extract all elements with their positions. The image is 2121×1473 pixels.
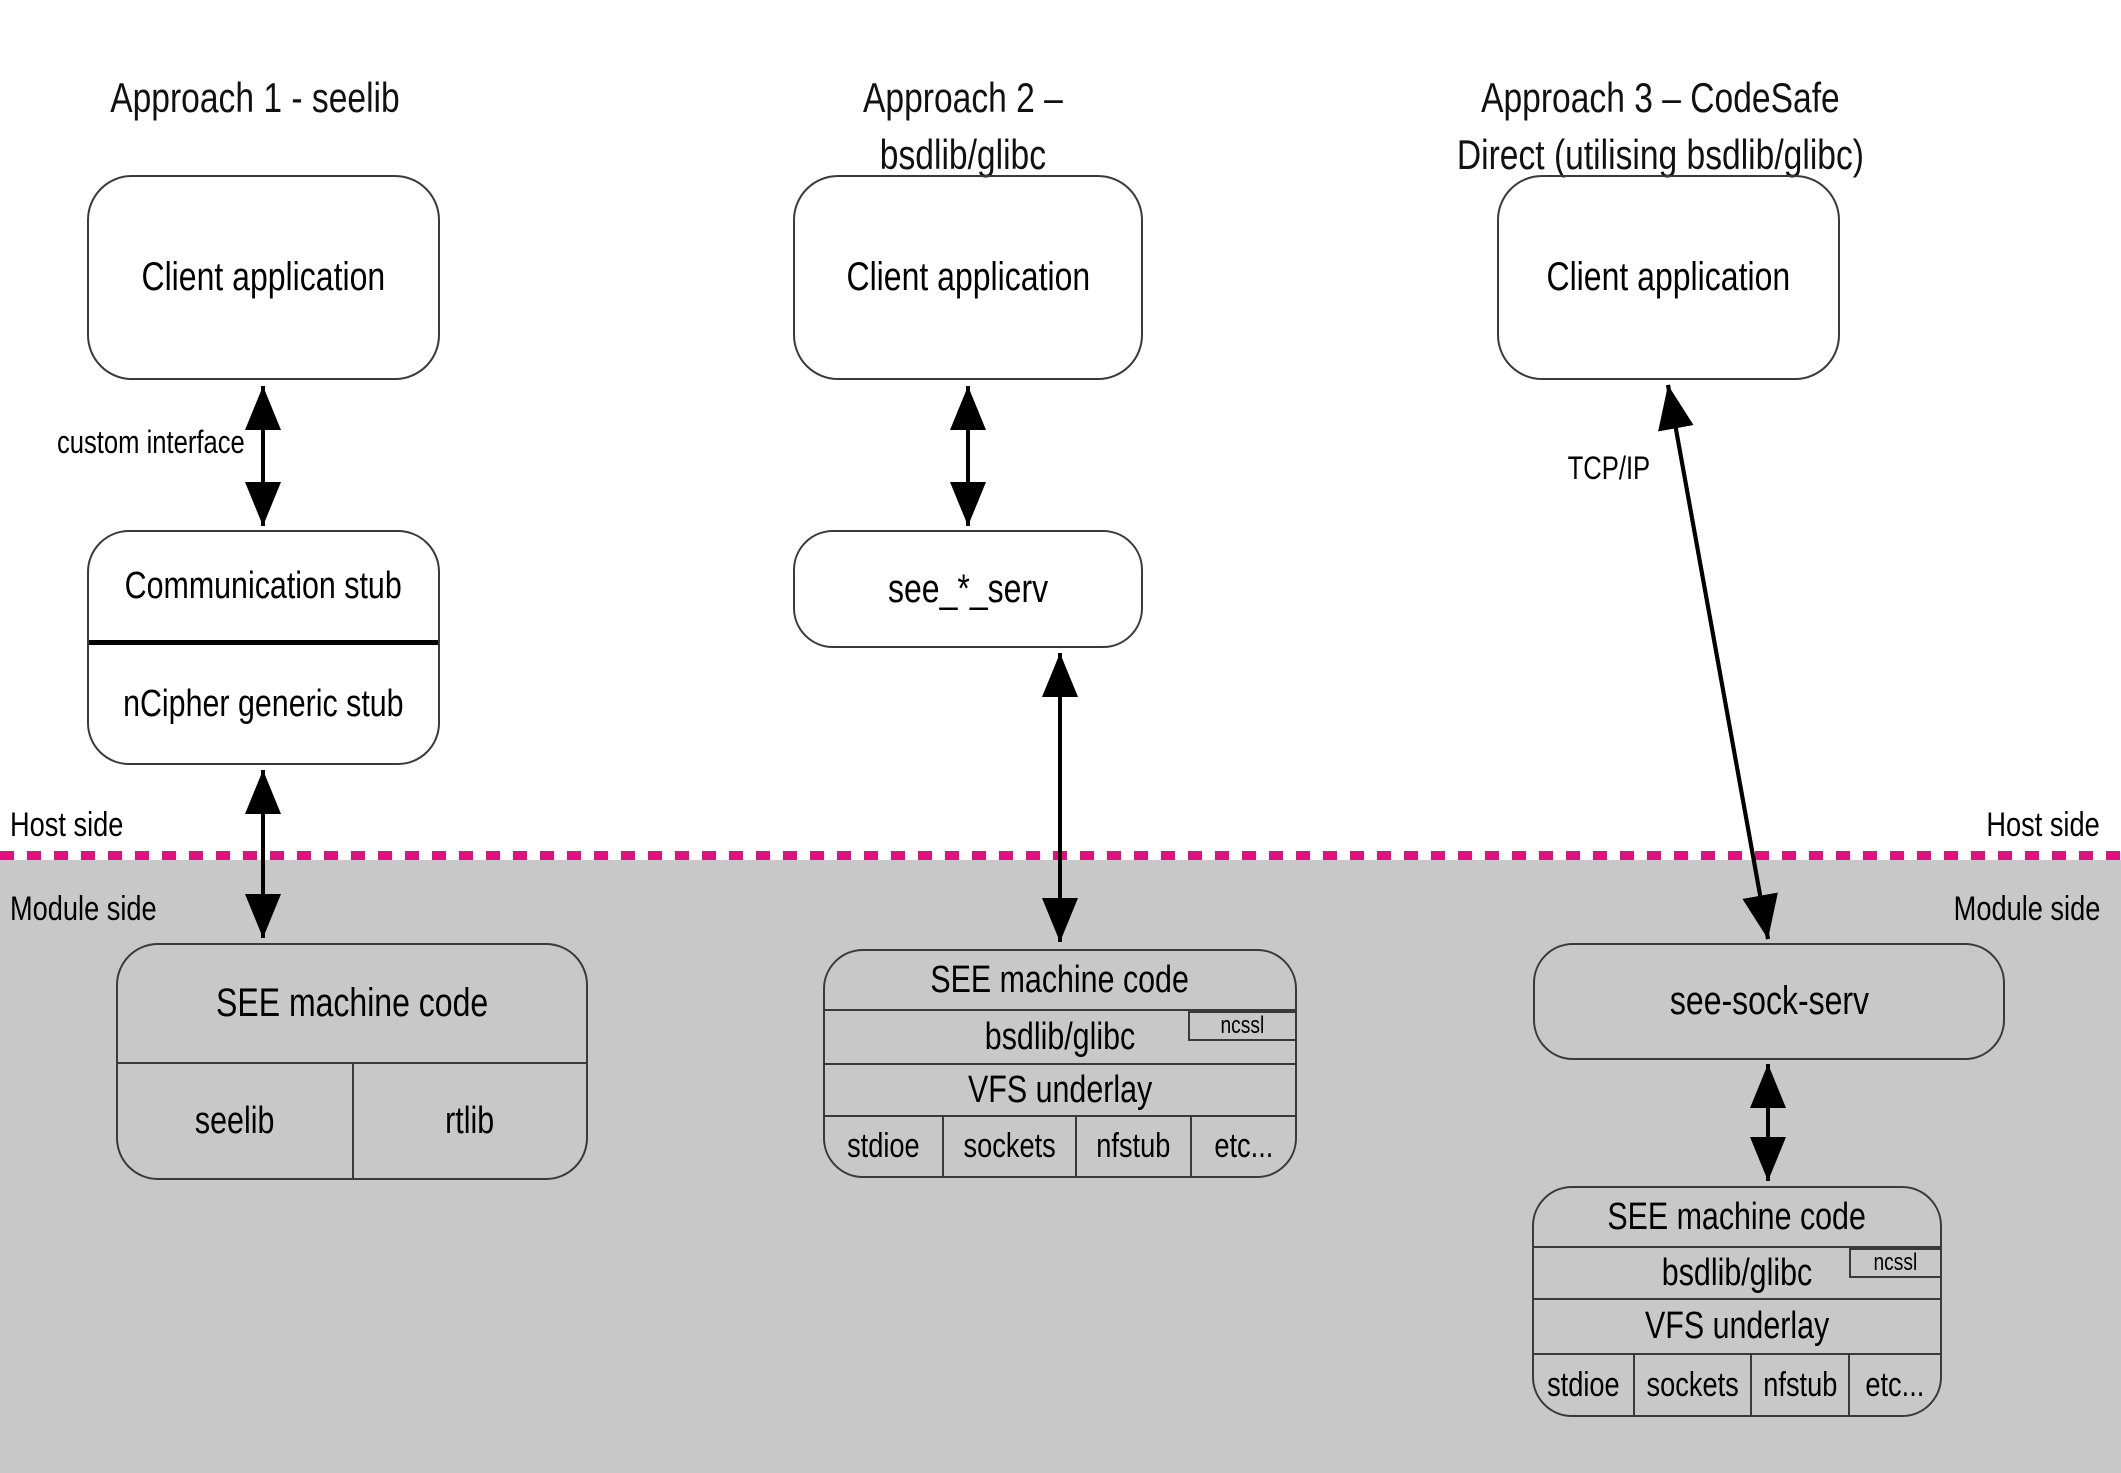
a2-stack-vfs-underlay-label: VFS underlay <box>967 1068 1153 1111</box>
a2-client-application-box: Client application <box>793 175 1143 380</box>
a2-sockets-cell: sockets <box>944 1117 1077 1176</box>
module-side-label-left-text: Module side <box>10 890 157 928</box>
a2-stack-see-machine-code-row: SEE machine code <box>825 951 1295 1011</box>
a3-stack-see-machine-code-row: SEE machine code <box>1534 1188 1940 1248</box>
a2-see-serv-box: see_*_serv <box>793 530 1143 648</box>
a3-stdioe-cell: stdioe <box>1534 1355 1635 1415</box>
host-module-divider-dashed-line <box>0 851 2121 860</box>
a1-see-machine-code-label: SEE machine code <box>215 981 489 1025</box>
a3-see-sock-serv-box: see-sock-serv <box>1533 943 2005 1060</box>
a2-stdioe-label: stdioe <box>847 1127 920 1165</box>
a2-etc-label: etc... <box>1214 1127 1273 1165</box>
a3-stack-vfs-underlay-row: VFS underlay <box>1534 1300 1940 1355</box>
a3-stdioe-label: stdioe <box>1547 1365 1620 1404</box>
a1-ncipher-generic-stub-row: nCipher generic stub <box>89 645 438 763</box>
a2-stack-vfs-underlay-row: VFS underlay <box>825 1065 1295 1117</box>
approach2-title-text: Approach 2 – bsdlib/glibc <box>863 74 1063 178</box>
approach3-title: Approach 3 – CodeSafe Direct (utilising … <box>1380 12 1940 183</box>
host-side-label-right: Host side <box>1800 804 2100 846</box>
a3-client-application-box: Client application <box>1497 175 1840 380</box>
a1-rtlib-label: rtlib <box>445 1099 495 1142</box>
a2-client-application-label: Client application <box>846 255 1090 299</box>
approach1-title: Approach 1 - seelib <box>5 12 505 126</box>
a3-stack-bsdlib-row: bsdlib/glibc <box>1534 1248 1940 1300</box>
a3-ncssl-box: ncssl <box>1849 1248 1940 1278</box>
a3-etc-cell: etc... <box>1850 1355 1940 1415</box>
a1-communication-stub-box: Communication stub nCipher generic stub <box>87 530 440 765</box>
a3-stack-bottom-row: stdioe sockets nfstub etc... <box>1534 1355 1940 1415</box>
module-side-label-right-text: Module side <box>1953 890 2100 928</box>
a3-see-sock-serv-label: see-sock-serv <box>1669 979 1869 1023</box>
a2-nfstub-label: nfstub <box>1096 1127 1171 1165</box>
a1-rtlib-cell: rtlib <box>354 1064 586 1178</box>
a1-ncipher-generic-stub-label: nCipher generic stub <box>123 682 404 725</box>
a2-stack-see-machine-code-label: SEE machine code <box>930 958 1190 1001</box>
a2-stack-bsdlib-row: bsdlib/glibc <box>825 1011 1295 1065</box>
a3-nfstub-cell: nfstub <box>1752 1355 1850 1415</box>
a3-sockets-cell: sockets <box>1635 1355 1752 1415</box>
custom-interface-label: custom interface <box>0 422 245 462</box>
host-side-label-left-text: Host side <box>10 806 124 844</box>
a3-client-application-label: Client application <box>1546 255 1791 299</box>
a3-stack-vfs-underlay-label: VFS underlay <box>1644 1305 1830 1347</box>
module-side-label-right: Module side <box>1790 888 2100 930</box>
a1-communication-stub-label: Communication stub <box>124 564 403 607</box>
a2-module-stack-box: SEE machine code bsdlib/glibc VFS underl… <box>823 949 1297 1178</box>
host-side-label-right-text: Host side <box>1986 806 2100 844</box>
module-side-label-left: Module side <box>10 888 193 930</box>
a1-seelib-cell: seelib <box>118 1064 354 1178</box>
approach1-title-text: Approach 1 - seelib <box>110 74 400 121</box>
a3-sockets-label: sockets <box>1646 1365 1739 1404</box>
a1-client-application-box: Client application <box>87 175 440 380</box>
a1-communication-stub-row: Communication stub <box>89 532 438 645</box>
a1-lib-row: seelib rtlib <box>118 1064 586 1178</box>
a3-ncssl-label: ncssl <box>1873 1249 1918 1276</box>
a2-nfstub-cell: nfstub <box>1077 1117 1192 1176</box>
custom-interface-label-text: custom interface <box>57 424 245 460</box>
tcpip-label: TCP/IP <box>1400 448 1651 488</box>
a2-etc-cell: etc... <box>1192 1117 1295 1176</box>
approach3-title-text: Approach 3 – CodeSafe Direct (utilising … <box>1456 74 1864 178</box>
a2-stack-bsdlib-label: bsdlib/glibc <box>984 1015 1136 1058</box>
a3-stack-see-machine-code-label: SEE machine code <box>1607 1195 1867 1238</box>
a3-module-stack-box: SEE machine code bsdlib/glibc VFS underl… <box>1532 1186 1942 1417</box>
a3-etc-label: etc... <box>1865 1365 1925 1404</box>
host-side-label-left: Host side <box>10 804 152 846</box>
approach2-title: Approach 2 – bsdlib/glibc <box>713 12 1213 183</box>
a1-see-machine-code-row: SEE machine code <box>118 945 586 1064</box>
a2-stdioe-cell: stdioe <box>825 1117 944 1176</box>
a1-seelib-label: seelib <box>195 1099 275 1142</box>
a2-ncssl-label: ncssl <box>1220 1012 1265 1039</box>
tcpip-label-text: TCP/IP <box>1567 450 1651 486</box>
a2-sockets-label: sockets <box>963 1127 1056 1165</box>
a3-stack-bsdlib-label: bsdlib/glibc <box>1661 1251 1813 1294</box>
a2-see-serv-label: see_*_serv <box>887 566 1049 611</box>
a2-ncssl-box: ncssl <box>1188 1011 1295 1041</box>
a2-stack-bottom-row: stdioe sockets nfstub etc... <box>825 1117 1295 1176</box>
a1-client-application-label: Client application <box>141 255 386 299</box>
a1-see-machine-code-box: SEE machine code seelib rtlib <box>116 943 588 1180</box>
a3-nfstub-label: nfstub <box>1762 1365 1838 1404</box>
